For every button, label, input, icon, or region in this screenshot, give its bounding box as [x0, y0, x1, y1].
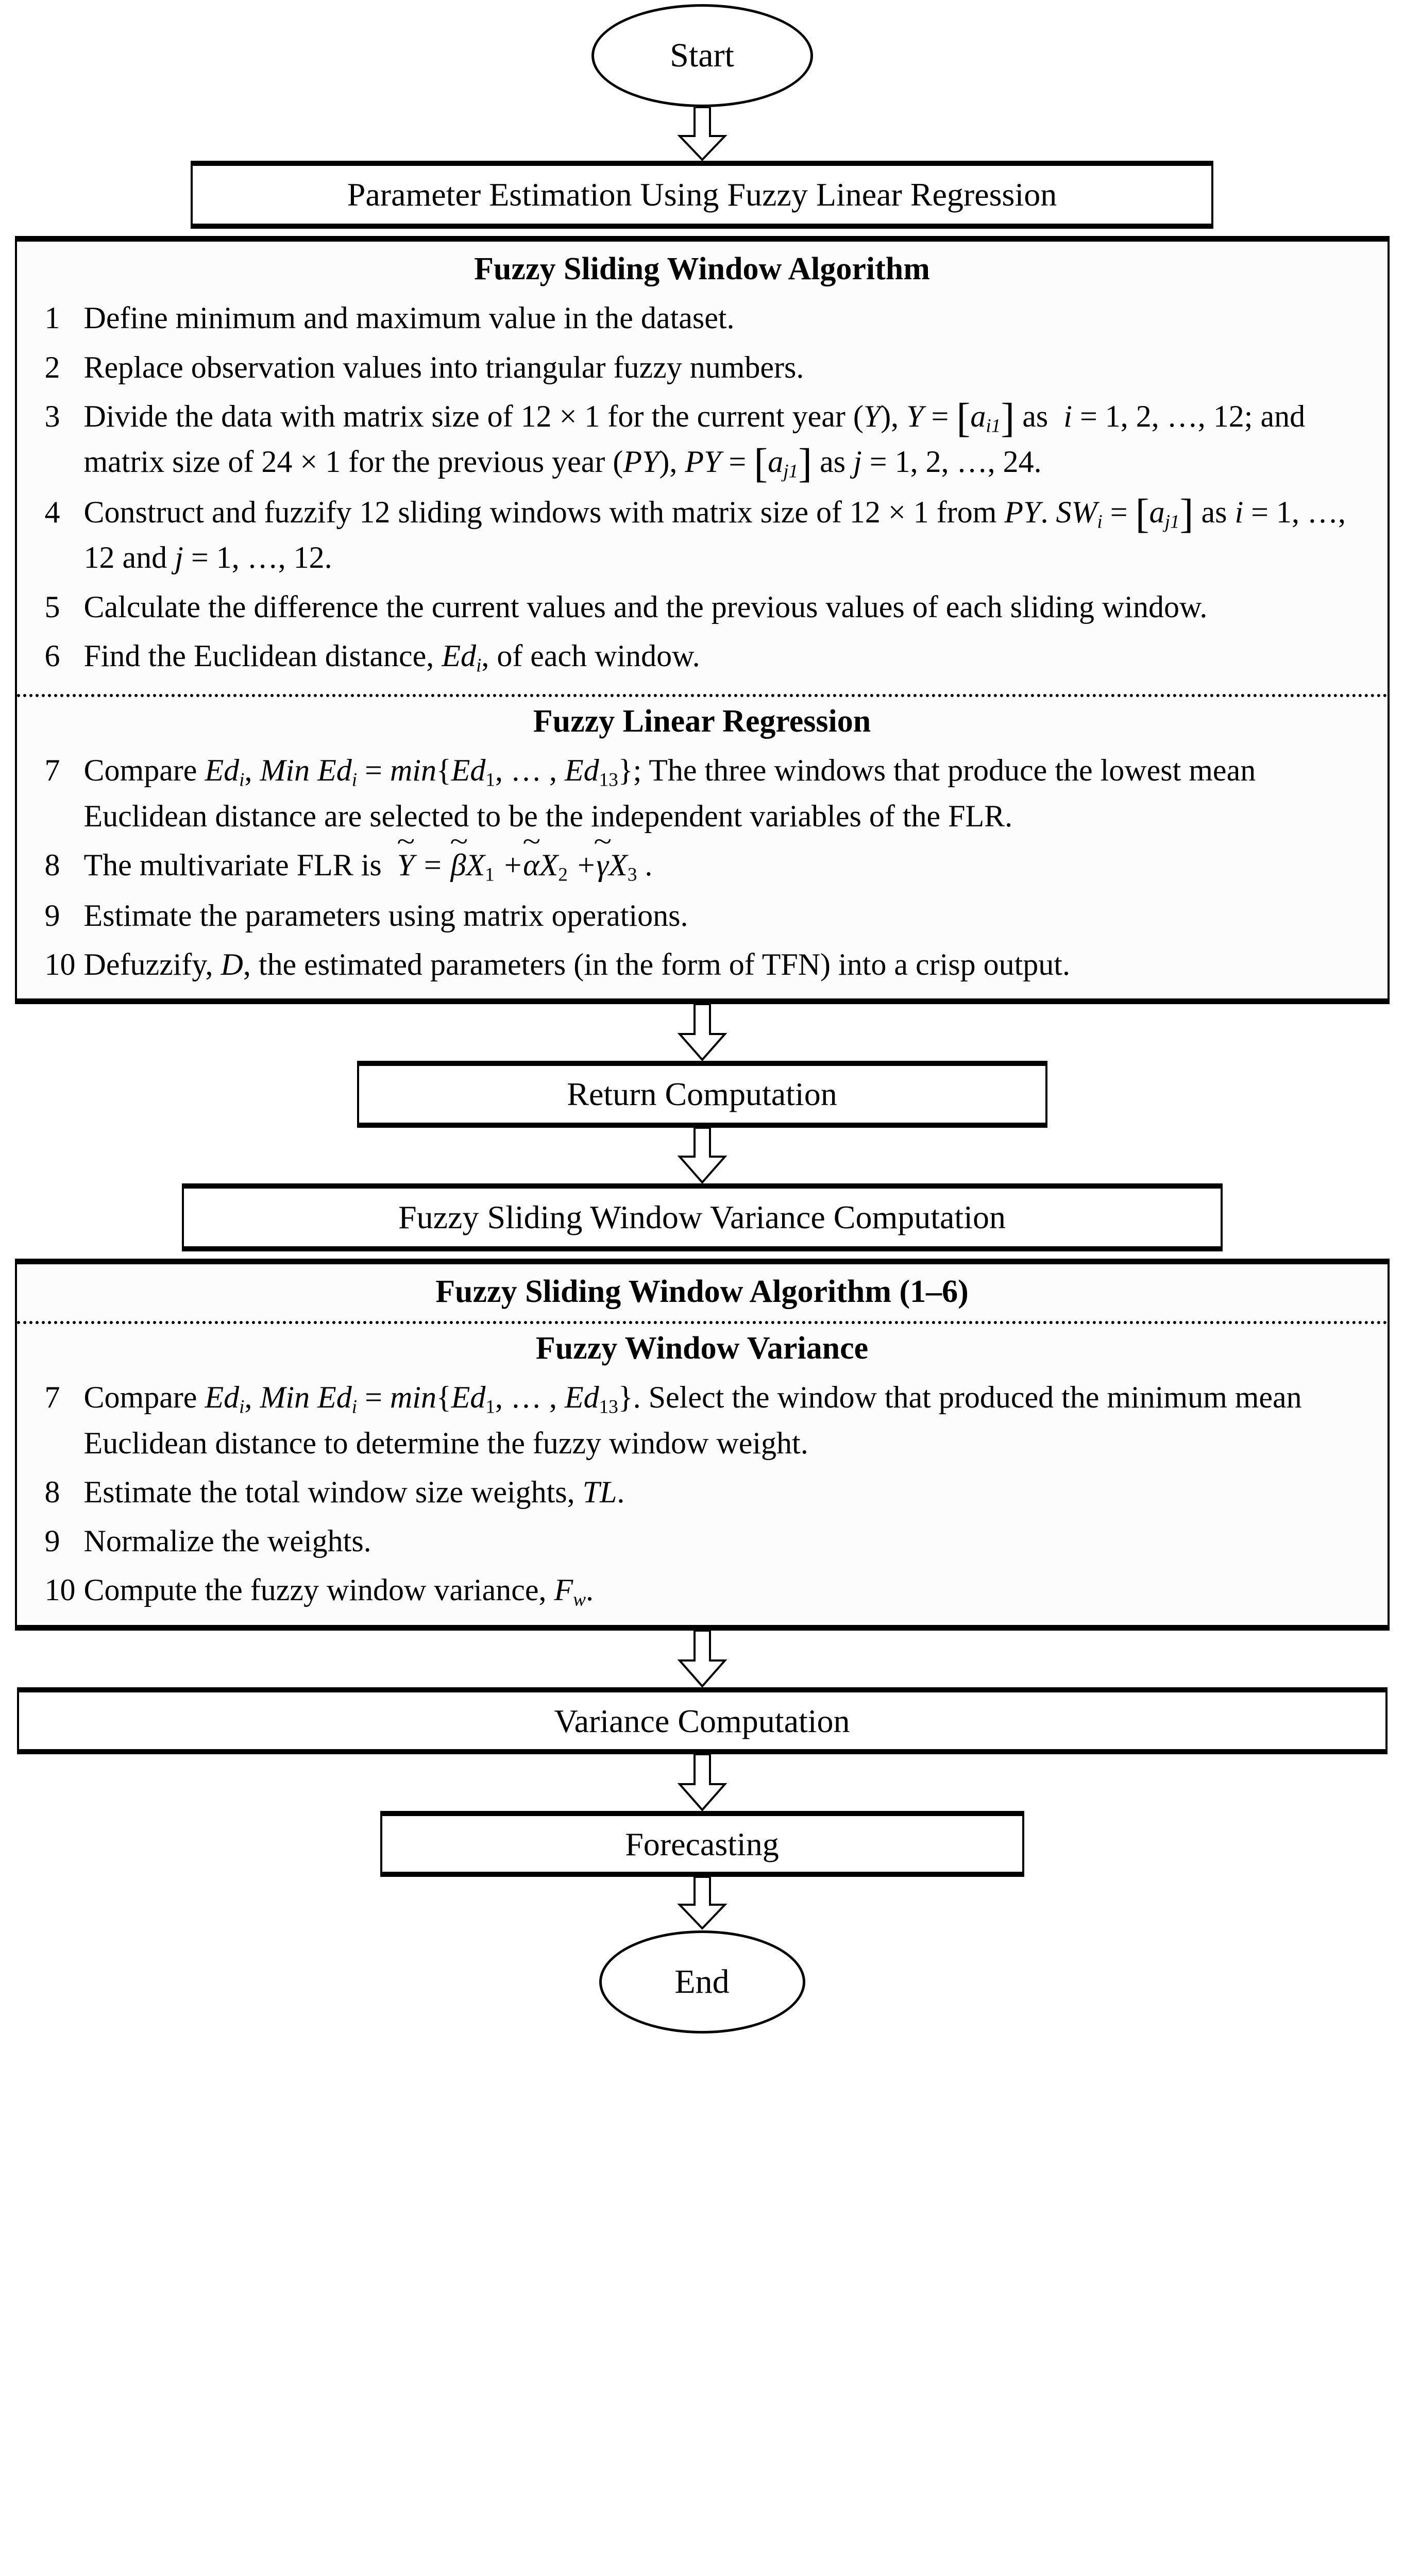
step-item: 5 Calculate the difference the current v…: [35, 585, 1370, 629]
arrow-forecasting-to-end: [671, 1877, 733, 1930]
node-forecasting-label: Forecasting: [625, 1825, 779, 1862]
step-number: 9: [44, 1523, 60, 1558]
node-variance-computation: Variance Computation: [16, 1687, 1388, 1755]
step-item: 9 Normalize the weights.: [35, 1519, 1370, 1563]
end-label: End: [674, 1963, 730, 2001]
step-text: Estimate the total window size weights, …: [83, 1475, 625, 1509]
step-number: 8: [44, 848, 60, 882]
step-item: 7 Compare Edi, Min Edi = min{Ed1, … , Ed…: [35, 749, 1370, 838]
step-text: Find the Euclidean distance, Edi, of eac…: [83, 638, 700, 676]
step-item: 4 Construct and fuzzify 12 sliding windo…: [35, 490, 1370, 580]
panel2-divider: [16, 1320, 1388, 1324]
step-text: Construct and fuzzify 12 sliding windows…: [83, 490, 1346, 575]
step-number: 7: [44, 1380, 60, 1415]
panel1-steps-b: 7 Compare Edi, Min Edi = min{Ed1, … , Ed…: [17, 748, 1388, 998]
step-item: 8 Estimate the total window size weights…: [35, 1470, 1370, 1514]
step-item: 10 Defuzzify, D, the estimated parameter…: [35, 943, 1370, 987]
arrow-start-to-parameter-estimation: [671, 107, 733, 161]
step-item: 1 Define minimum and maximum value in th…: [35, 296, 1370, 340]
start-terminator: Start: [591, 4, 813, 107]
node-return-computation-label: Return Computation: [567, 1075, 837, 1112]
panel2-title: Fuzzy Sliding Window Algorithm (1–6): [435, 1274, 969, 1309]
step-item: 8 The multivariate FLR is Y = βX1 +αX2 +…: [35, 843, 1370, 889]
node-parameter-estimation-label: Parameter Estimation Using Fuzzy Linear …: [347, 176, 1057, 213]
step-number: 10: [44, 1573, 76, 1607]
arrow-return-to-variance-computation: [671, 1127, 733, 1183]
step-number: 5: [44, 589, 60, 624]
arrow-panel2-to-variance-computation: [671, 1631, 733, 1688]
step-number: 8: [44, 1475, 60, 1509]
node-fuzzy-sliding-window-variance-computation: Fuzzy Sliding Window Variance Computatio…: [181, 1183, 1223, 1251]
step-text: Defuzzify, D, the estimated parameters (…: [83, 947, 1070, 982]
node-fuzzy-sliding-window-variance-computation-label: Fuzzy Sliding Window Variance Computatio…: [398, 1198, 1006, 1235]
panel1-divider: [16, 694, 1388, 698]
step-number: 6: [44, 638, 60, 673]
step-text: Compare Edi, Min Edi = min{Ed1, … , Ed13…: [83, 1380, 1302, 1460]
step-number: 2: [44, 350, 60, 384]
step-item: 7 Compare Edi, Min Edi = min{Ed1, … , Ed…: [35, 1376, 1370, 1465]
step-text: The multivariate FLR is Y = βX1 +αX2 +γX…: [84, 843, 1370, 889]
step-item: 3 Divide the data with matrix size of 12…: [35, 395, 1370, 485]
step-number: 4: [44, 495, 60, 530]
panel1-steps-a: 1 Define minimum and maximum value in th…: [17, 295, 1388, 691]
step-text: Define minimum and maximum value in the …: [83, 301, 735, 335]
panel-fuzzy-window-variance: Fuzzy Sliding Window Algorithm (1–6) Fuz…: [14, 1258, 1390, 1631]
step-item: 10 Compute the fuzzy window variance, Fw…: [35, 1568, 1370, 1614]
panel1-title: Fuzzy Sliding Window Algorithm: [474, 251, 930, 286]
arrow-panel1-to-return-computation: [671, 1004, 733, 1061]
step-item: 6 Find the Euclidean distance, Edi, of e…: [35, 634, 1370, 680]
step-text: Divide the data with matrix size of 12 ×…: [83, 394, 1306, 486]
step-text: Compare Edi, Min Edi = min{Ed1, … , Ed13…: [83, 753, 1256, 833]
step-number: 9: [44, 899, 60, 933]
panel2-section2-title: Fuzzy Window Variance: [535, 1330, 869, 1366]
node-variance-computation-label: Variance Computation: [554, 1702, 850, 1739]
step-text: Compute the fuzzy window variance, Fw.: [83, 1573, 594, 1611]
panel2-steps: 7 Compare Edi, Min Edi = min{Ed1, … , Ed…: [17, 1375, 1388, 1625]
step-text: Normalize the weights.: [83, 1523, 371, 1558]
node-return-computation: Return Computation: [357, 1060, 1047, 1128]
step-text: Estimate the parameters using matrix ope…: [83, 899, 688, 933]
panel-fuzzy-sliding-window-algorithm: Fuzzy Sliding Window Algorithm 1 Define …: [14, 236, 1390, 1004]
end-terminator: End: [599, 1930, 805, 2034]
step-number: 7: [44, 753, 60, 788]
node-forecasting: Forecasting: [380, 1811, 1024, 1877]
step-number: 3: [44, 399, 60, 433]
arrow-variance-to-forecasting: [671, 1754, 733, 1811]
step-number: 1: [44, 301, 60, 335]
step-text: Calculate the difference the current val…: [83, 589, 1208, 624]
node-parameter-estimation: Parameter Estimation Using Fuzzy Linear …: [191, 161, 1213, 229]
start-label: Start: [670, 37, 734, 74]
step-item: 2 Replace observation values into triang…: [35, 346, 1370, 389]
step-number: 10: [44, 947, 76, 982]
step-text: Replace observation values into triangul…: [83, 350, 804, 384]
step-item: 9 Estimate the parameters using matrix o…: [35, 894, 1370, 938]
panel1-section2-title: Fuzzy Linear Regression: [533, 704, 871, 739]
